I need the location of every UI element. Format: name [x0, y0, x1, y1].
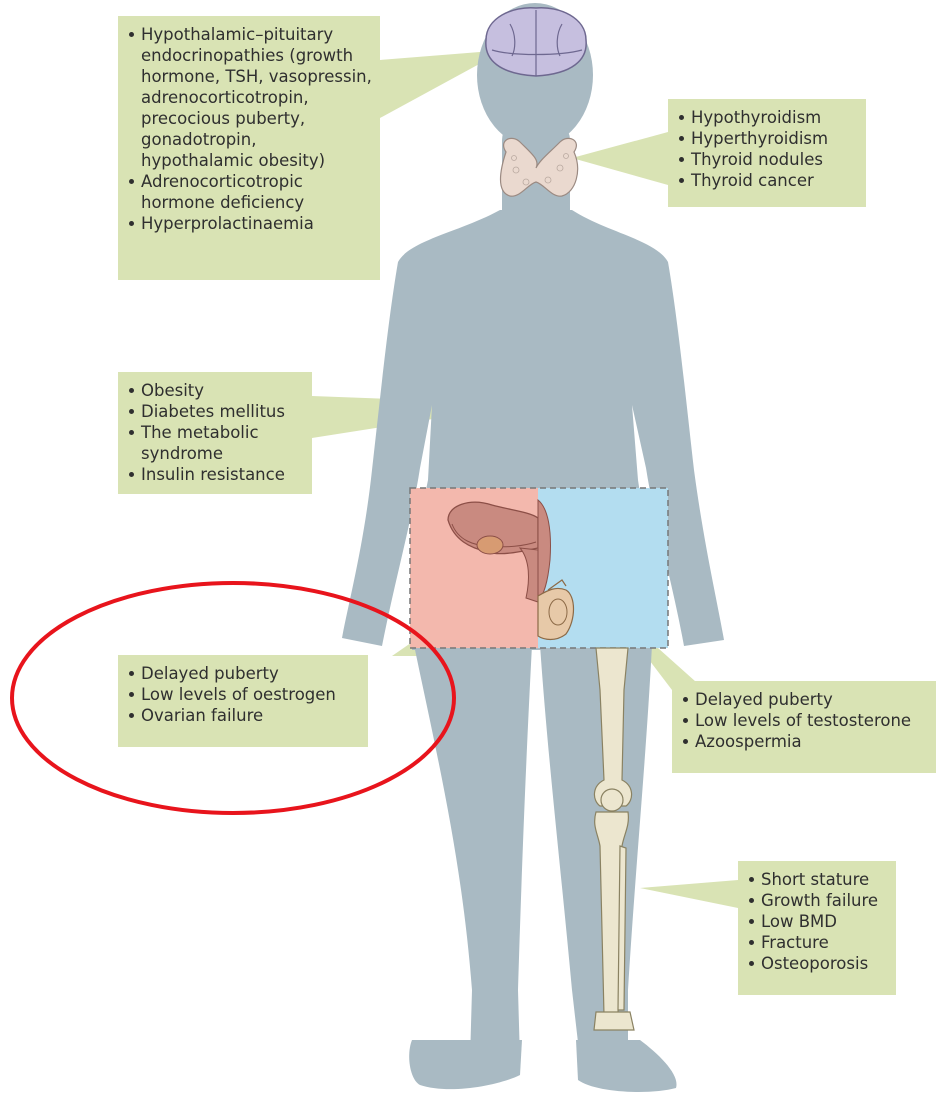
- callout-pituitary: Hypothalamic–pituitary endocrinopathies …: [118, 16, 380, 280]
- callout-thyroid: Hypothyroidism Hyperthyroidism Thyroid n…: [668, 99, 866, 207]
- list-item: Hyperprolactinaemia: [128, 213, 372, 234]
- list-item: Low BMD: [748, 911, 888, 932]
- list-item: Azoospermia: [682, 731, 928, 752]
- list-item: Adrenocorticotropic hormone deficiency: [128, 171, 372, 213]
- connector-thyroid: [572, 132, 668, 185]
- callout-bone: Short stature Growth failure Low BMD Fra…: [738, 861, 896, 995]
- brain-icon: [486, 8, 586, 76]
- list-item: Osteoporosis: [748, 953, 888, 974]
- list-item: Diabetes mellitus: [128, 401, 304, 422]
- callout-metabolic: Obesity Diabetes mellitus The metabolic …: [118, 372, 312, 494]
- list-item: Short stature: [748, 869, 888, 890]
- list-item: Low levels of testosterone: [682, 710, 928, 731]
- list-item: Obesity: [128, 380, 304, 401]
- list-item: Hyperthyroidism: [678, 128, 858, 149]
- list-item: Insulin resistance: [128, 464, 304, 485]
- connector-bone: [640, 880, 738, 908]
- callout-female-gonadal: Delayed puberty Low levels of oestrogen …: [118, 655, 368, 747]
- list-item: Low levels of oestrogen: [128, 684, 360, 705]
- list-item: Delayed puberty: [682, 689, 928, 710]
- list-item: Growth failure: [748, 890, 888, 911]
- list-item: Ovarian failure: [128, 705, 360, 726]
- callout-male-gonadal: Delayed puberty Low levels of testostero…: [672, 681, 936, 773]
- list-item: Thyroid cancer: [678, 170, 858, 191]
- list-item: Delayed puberty: [128, 663, 360, 684]
- list-item: Hypothyroidism: [678, 107, 858, 128]
- list-item: Hypothalamic–pituitary endocrinopathies …: [128, 24, 372, 171]
- list-item: The metabolic syndrome: [128, 422, 304, 464]
- list-item: Thyroid nodules: [678, 149, 858, 170]
- list-item: Fracture: [748, 932, 888, 953]
